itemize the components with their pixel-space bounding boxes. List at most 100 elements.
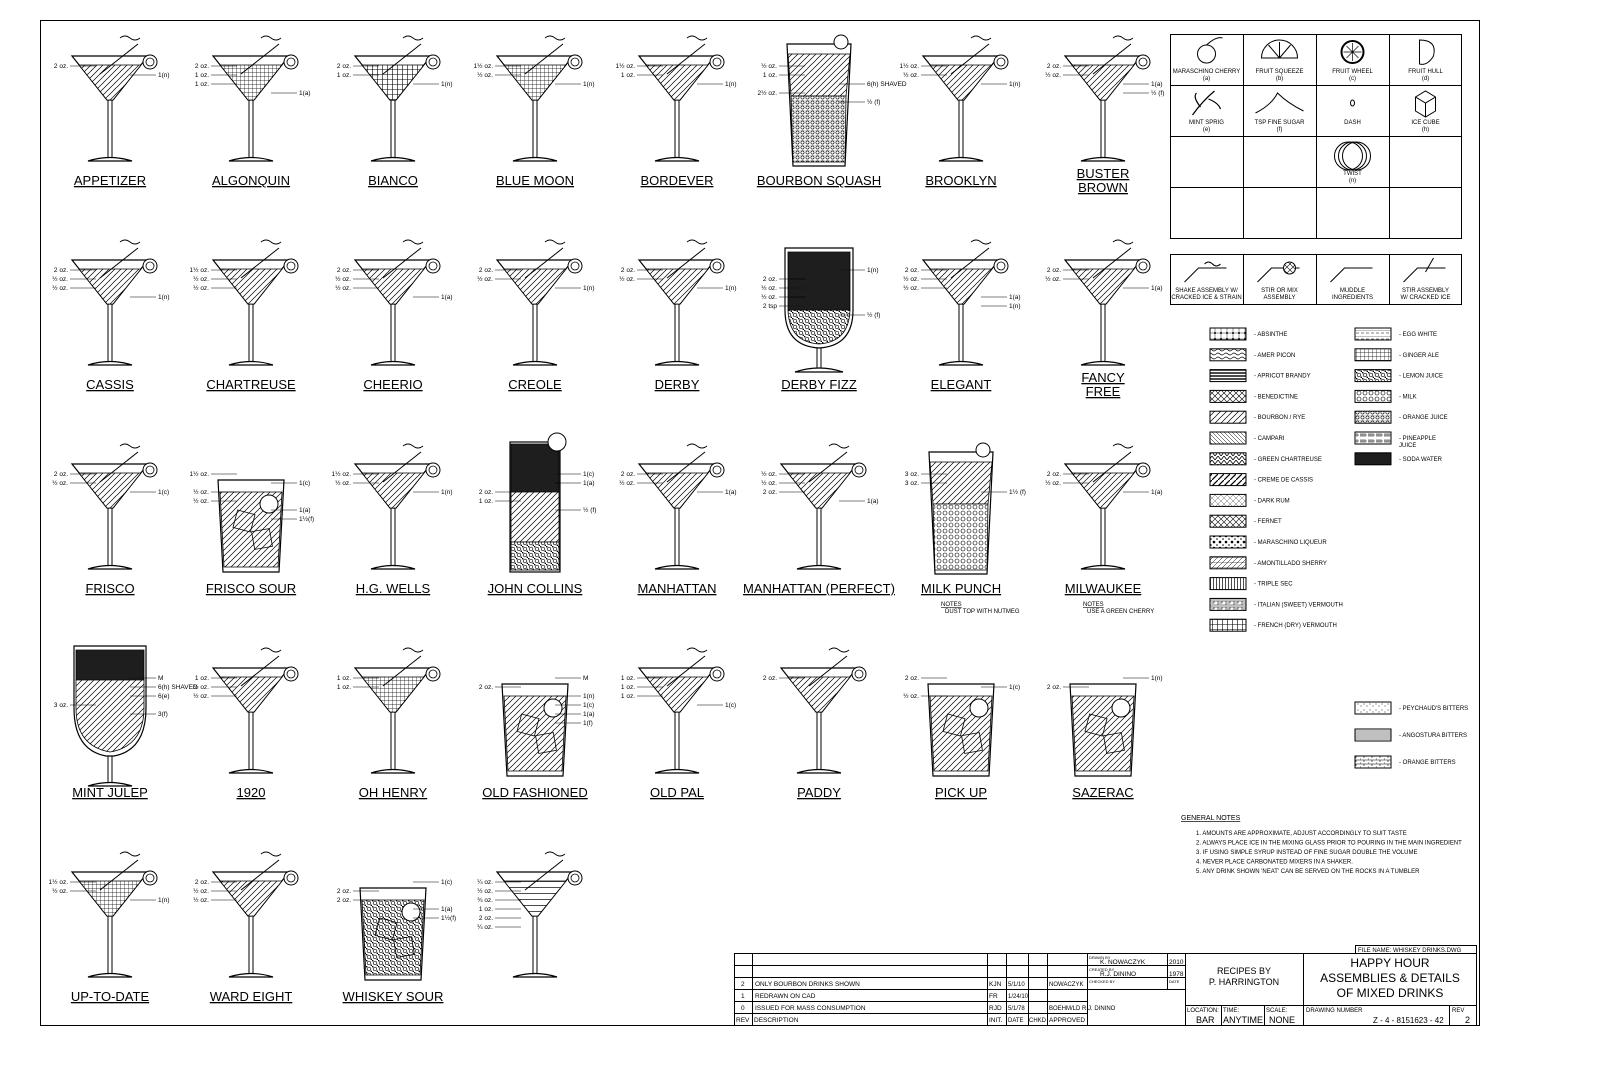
rev-header-rev: REV bbox=[736, 1017, 750, 1024]
rev-description: REDRAWN ON CAD bbox=[755, 993, 816, 1000]
rev-date: 1/24/10 bbox=[1008, 994, 1029, 1000]
drink-name: CASSIS bbox=[86, 377, 134, 392]
garnish-cell: TWIST(n) bbox=[1334, 141, 1371, 184]
drink-elegant: 2 oz.½ oz.½ oz.1(a)1(n)ELEGANT bbox=[903, 239, 1021, 392]
ingredient-label-2: JUICE bbox=[1399, 443, 1416, 449]
ingredient-swatch: - AMER PICON bbox=[1209, 348, 1295, 362]
drink-callout: 1(a) bbox=[299, 507, 311, 514]
drink-callout: 1(n) bbox=[583, 693, 595, 700]
drink-callout: 2 oz. bbox=[195, 63, 209, 70]
rev-approved: NOWACZYK bbox=[1049, 982, 1083, 988]
ingredient-label: - ANGOSTURA BITTERS bbox=[1399, 733, 1467, 739]
ingredient-swatch: - BENEDICTINE bbox=[1209, 389, 1298, 403]
assembly-label-2: CRACKED ICE & STRAIN bbox=[1171, 295, 1241, 301]
rev-date: 5/1/10 bbox=[1008, 982, 1025, 988]
ingredient-label: - PINEAPPLE bbox=[1399, 436, 1436, 442]
drink-callout: 1(f) bbox=[583, 720, 593, 727]
assembly-label-1: SHAKE ASSEMBLY W/ bbox=[1175, 288, 1238, 294]
drink-callout: 1(n) bbox=[441, 489, 453, 496]
drink-callout: ½ oz. bbox=[903, 275, 919, 283]
drink-callout: 6(e) bbox=[158, 693, 170, 700]
recipes-author: P. HARRINGTON bbox=[1209, 977, 1279, 987]
drink-callout: 2 oz. bbox=[621, 471, 635, 478]
drink-callout: ½ oz. bbox=[903, 284, 919, 292]
ingredient-swatch: - ANGOSTURA BITTERS bbox=[1354, 728, 1467, 742]
assembly-cell: SHAKE ASSEMBLY W/CRACKED ICE & STRAIN bbox=[1171, 261, 1242, 301]
ingredient-swatch: - PEYCHAUD'S BITTERS bbox=[1354, 701, 1468, 715]
drink-callout: 1(a) bbox=[1151, 489, 1163, 496]
location-value: BAR bbox=[1196, 1015, 1215, 1025]
drink-manhattan: 2 oz.½ oz.1(a)MANHATTAN bbox=[619, 443, 737, 596]
garnish-cell: FRUIT SQUEEZE(b) bbox=[1256, 39, 1304, 82]
drink-callout: 1(n) bbox=[725, 81, 737, 88]
drink-callout: 1(a) bbox=[1151, 81, 1163, 88]
drink-callout: ½ oz. bbox=[477, 275, 493, 283]
drink-callout: ½ oz. bbox=[1045, 71, 1061, 79]
ingredient-label: - BOURBON / RYE bbox=[1254, 415, 1305, 421]
garnish-label: FRUIT SQUEEZE bbox=[1256, 69, 1304, 75]
drink-callout: 2 oz. bbox=[905, 675, 919, 682]
drawing-number-label: DRAWING NUMBER bbox=[1306, 1008, 1363, 1014]
drink-callout: ½ oz. bbox=[761, 470, 777, 478]
drink-callout: 1(n) bbox=[725, 285, 737, 292]
drink-callout: 2 oz. bbox=[1047, 267, 1061, 274]
drink-callout: 1½ (f) bbox=[1009, 488, 1026, 496]
assembly-legend: SHAKE ASSEMBLY W/CRACKED ICE & STRAIN STI… bbox=[1170, 254, 1462, 305]
garnish-code: (e) bbox=[1203, 127, 1210, 133]
drink-callout: 1 oz. bbox=[337, 684, 351, 691]
garnish-code: (n) bbox=[1349, 178, 1356, 184]
drink-callout: ½ oz. bbox=[193, 896, 209, 904]
garnish-cell: TSP FINE SUGAR(f) bbox=[1255, 92, 1305, 133]
general-note-item: 2. ALWAYS PLACE ICE IN THE MIXING GLASS … bbox=[1196, 841, 1462, 847]
ingredient-swatch: - ORANGE JUICE bbox=[1354, 410, 1448, 424]
ingredient-label: - CREME DE CASSIS bbox=[1254, 478, 1313, 484]
drink-callout: 1(n) bbox=[1151, 675, 1163, 682]
drink-callout: 1 oz. bbox=[479, 498, 493, 505]
ingredient-swatch: - MILK bbox=[1354, 389, 1417, 403]
drink-derby: 2 oz.½ oz.1(n)DERBY bbox=[619, 239, 737, 392]
rev-header-date: DATE bbox=[1008, 1018, 1024, 1024]
garnish-code: (a) bbox=[1203, 76, 1210, 82]
drink-pick-up: 2 oz.1(c)½ oz.PICK UP bbox=[903, 675, 1020, 800]
drink-name: PADDY bbox=[797, 785, 841, 800]
created-date: 1978 bbox=[1169, 971, 1184, 978]
title-line-3: OF MIXED DRINKS bbox=[1337, 986, 1444, 1000]
drink-callout: 1½ oz. bbox=[189, 470, 209, 478]
drink-name: H.G. WELLS bbox=[356, 581, 431, 596]
drink-callout: 2 oz. bbox=[1047, 63, 1061, 70]
created-label: CREATED BY bbox=[1089, 967, 1115, 972]
scale-value: NONE bbox=[1269, 1015, 1295, 1025]
drink-callout: 1½(f) bbox=[299, 515, 314, 523]
drink-callout: ½ oz. bbox=[761, 293, 777, 301]
ingredient-label: - TRIPLE SEC bbox=[1254, 582, 1293, 588]
general-note-item: 3. IF USING SIMPLE SYRUP INSTEAD OF FINE… bbox=[1196, 850, 1418, 856]
ingredient-label: - MILK bbox=[1399, 394, 1417, 400]
drink-paddy: 2 oz.PADDY bbox=[763, 647, 867, 800]
garnish-code: (b) bbox=[1276, 76, 1283, 82]
drink-name: MILK PUNCH bbox=[921, 581, 1001, 596]
drink-callout: ¼ oz. bbox=[477, 924, 493, 931]
drink-callout: 1(n) bbox=[1009, 303, 1021, 310]
sugar-icon bbox=[1255, 92, 1304, 114]
drink-whiskey-sour: 1(c)2 oz.2 oz.1(a)1½(f)WHISKEY SOUR bbox=[337, 879, 456, 1004]
drink-chartreuse: 1½ oz.½ oz.½ oz.CHARTREUSE bbox=[189, 239, 299, 392]
drink-name: BROOKLYN bbox=[925, 173, 996, 188]
drink-callout: 1½ oz. bbox=[189, 266, 209, 274]
assembly-label-1: STIR OR MIX bbox=[1261, 288, 1298, 294]
drink-name-line-2: FREE bbox=[1086, 384, 1121, 399]
drink-callout: ½ oz. bbox=[193, 488, 209, 496]
drink-callout: M bbox=[583, 675, 588, 682]
rev-description: ONLY BOURBON DRINKS SHOWN bbox=[755, 981, 860, 988]
ingredient-label: - ITALIAN (SWEET) VERMOUTH bbox=[1254, 602, 1343, 608]
drink-callout: ½ oz. bbox=[477, 887, 493, 895]
drink-callout: 1(a) bbox=[583, 480, 595, 487]
drink-name: APPETIZER bbox=[74, 173, 146, 188]
ingredient-swatch: - MARASCHINO LIQUEUR bbox=[1209, 535, 1327, 549]
